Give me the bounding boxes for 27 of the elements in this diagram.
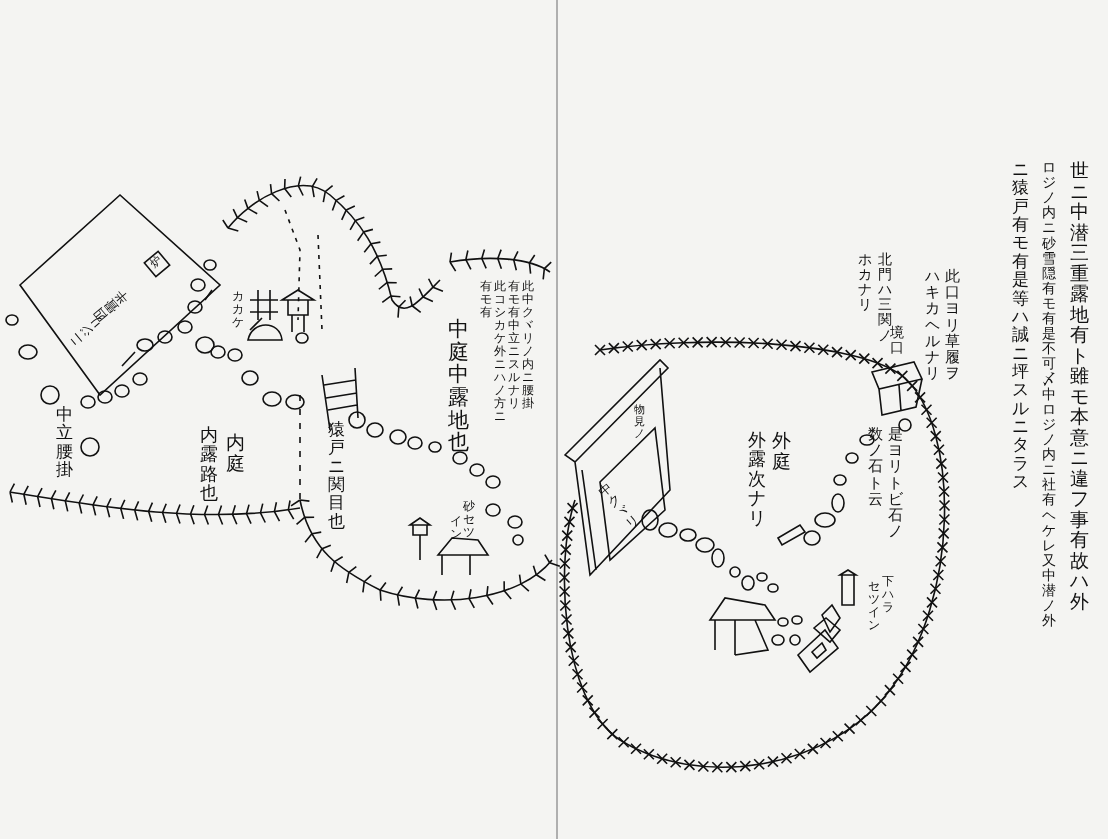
body-text: ロジノ内ニ砂雪隠有モ有是不可〆中ロジノ内ニ社有ヘケレ又中潜ノ外 (1042, 160, 1056, 629)
annotation-text: 外露次ナリ (748, 430, 766, 528)
annotation-text: 境口 (890, 325, 904, 356)
area-label: 内庭 (226, 432, 245, 474)
annotation-text: 此コシカケ外ニハノ方ニ (494, 280, 506, 423)
annotation-text: 内露路也 (200, 425, 218, 503)
annotation-text: 砂セツ (463, 500, 475, 539)
annotation-text: 物見ノ (634, 404, 645, 440)
annotation-text: セツイン (868, 580, 880, 632)
annotation-text: ホカナリ (858, 252, 872, 313)
area-label: 中庭中露地也 (448, 318, 469, 455)
annotation-text: 此中クヾリノ内ニ腰掛 (522, 280, 534, 410)
annotation-text: 下ハラ (882, 575, 894, 614)
annotation-text: 中立腰掛 (56, 405, 73, 479)
body-text: 世ニ中潜三重露地有ト雖モ本意ニ違フ事有故ハ外 (1070, 160, 1089, 612)
annotation-text: ハキカヘルナリ (925, 268, 940, 382)
room-label: 炉 (148, 253, 165, 270)
annotation-text: 数ノ石ト云 (868, 426, 883, 507)
annotation-text: 是ヨリトビ石ノ (888, 426, 903, 540)
annotation-text: カカケ (232, 290, 244, 329)
annotation-text: 有モ有 (480, 280, 492, 319)
annotation-text: 中クヾリ (595, 480, 642, 532)
annotation-text: 有モ有中立ニスルナリ (508, 280, 520, 410)
annotation-text: 此口ヨリ草履ヲ (945, 268, 960, 382)
annotation-text: 猿戸ニ関目也 (328, 420, 345, 531)
area-label: 外庭 (772, 430, 791, 472)
body-text: ニ猿戸有モ有是等ハ誠ニ坪スルニタラス (1012, 160, 1029, 491)
